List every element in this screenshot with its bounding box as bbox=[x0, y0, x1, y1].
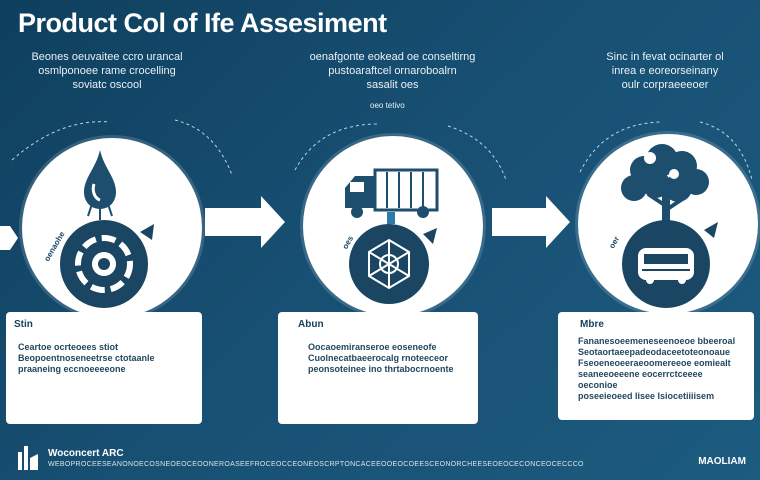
truck-icon bbox=[345, 168, 439, 224]
intro-right: Sinc in fevat ocinarter ol inrea e eoreo… bbox=[606, 51, 724, 91]
intro-center: oenafgonte eokead oe conseltirng pustoar… bbox=[309, 51, 476, 91]
stage-2-illustration bbox=[345, 168, 439, 304]
arrow-right-icon bbox=[205, 196, 285, 248]
stage-1-description: Ceartoe ocrteoees stiot Beopoentnoseneet… bbox=[18, 342, 155, 374]
intro-left: Beones oeuvaitee ccro urancal osmlponoee… bbox=[31, 51, 183, 91]
arrow-left-edge-icon bbox=[0, 226, 18, 250]
stage-3-circle: oer bbox=[578, 134, 758, 314]
water-drop-icon bbox=[84, 150, 116, 209]
stage-2-description: Oocaoemiranseroe eoseneofe Cuolnecatbaee… bbox=[308, 342, 454, 374]
factory-logo-icon bbox=[18, 446, 38, 470]
stage-3-card: Mbre Fananesoeemeneseenoeoe bbeeroal Seo… bbox=[558, 312, 754, 420]
footer-fineprint: WEBOPROCEESEANONOECOSNEOEOCEOONEROASEEFR… bbox=[48, 461, 584, 468]
stage-1-card: Stin Ceartoe ocrteoees stiot Beopoentnos… bbox=[6, 312, 202, 424]
stage-2-circle: oes bbox=[303, 136, 483, 316]
arrow-right-icon bbox=[492, 196, 570, 248]
stage-3-illustration bbox=[621, 144, 718, 308]
top-note: oeo tetivo bbox=[370, 101, 405, 110]
material-network-icon bbox=[368, 238, 410, 290]
stage-2-card: Abun Oocaoemiranseroe eoseneofe Cuolneca… bbox=[278, 312, 478, 424]
stage-1-illustration bbox=[60, 150, 154, 308]
stage-3-label: Mbre bbox=[580, 319, 604, 330]
page-title: Product Col of Ife Assesiment bbox=[18, 8, 387, 38]
stage-1-label: Stin bbox=[14, 319, 33, 330]
stage-2-label: Abun bbox=[298, 319, 324, 330]
footer-right-label: MAOLIAM bbox=[698, 456, 746, 467]
tree-icon bbox=[621, 144, 709, 228]
stage-1-circle: oenaohe bbox=[22, 138, 202, 318]
vehicle-icon bbox=[638, 248, 694, 284]
stage-3-description: Fananesoeemeneseenoeoe bbeeroal Seotaort… bbox=[578, 336, 736, 401]
footer-brand: Woconcert ARC bbox=[48, 448, 124, 459]
